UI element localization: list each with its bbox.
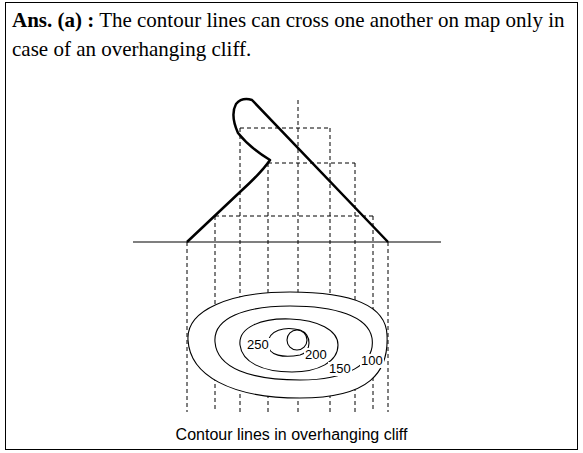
contour-lines bbox=[188, 292, 387, 398]
figure-caption: Contour lines in overhanging cliff bbox=[0, 426, 583, 444]
contour-value: 200 bbox=[304, 348, 328, 362]
projection-lines bbox=[187, 100, 388, 412]
contour-value: 150 bbox=[328, 362, 352, 376]
answer-frame bbox=[6, 3, 578, 450]
ground-line bbox=[133, 241, 441, 242]
contour-value: 250 bbox=[246, 338, 270, 352]
caption-text: Contour lines in overhanging cliff bbox=[176, 426, 408, 443]
answer-body: The contour lines can cross one another … bbox=[12, 8, 565, 61]
cliff-profile bbox=[187, 99, 388, 242]
answer-text: Ans. (a) : The contour lines can cross o… bbox=[12, 6, 572, 64]
answer-mark: Ans. (a) : bbox=[12, 8, 94, 32]
contour-value: 100 bbox=[360, 354, 384, 368]
